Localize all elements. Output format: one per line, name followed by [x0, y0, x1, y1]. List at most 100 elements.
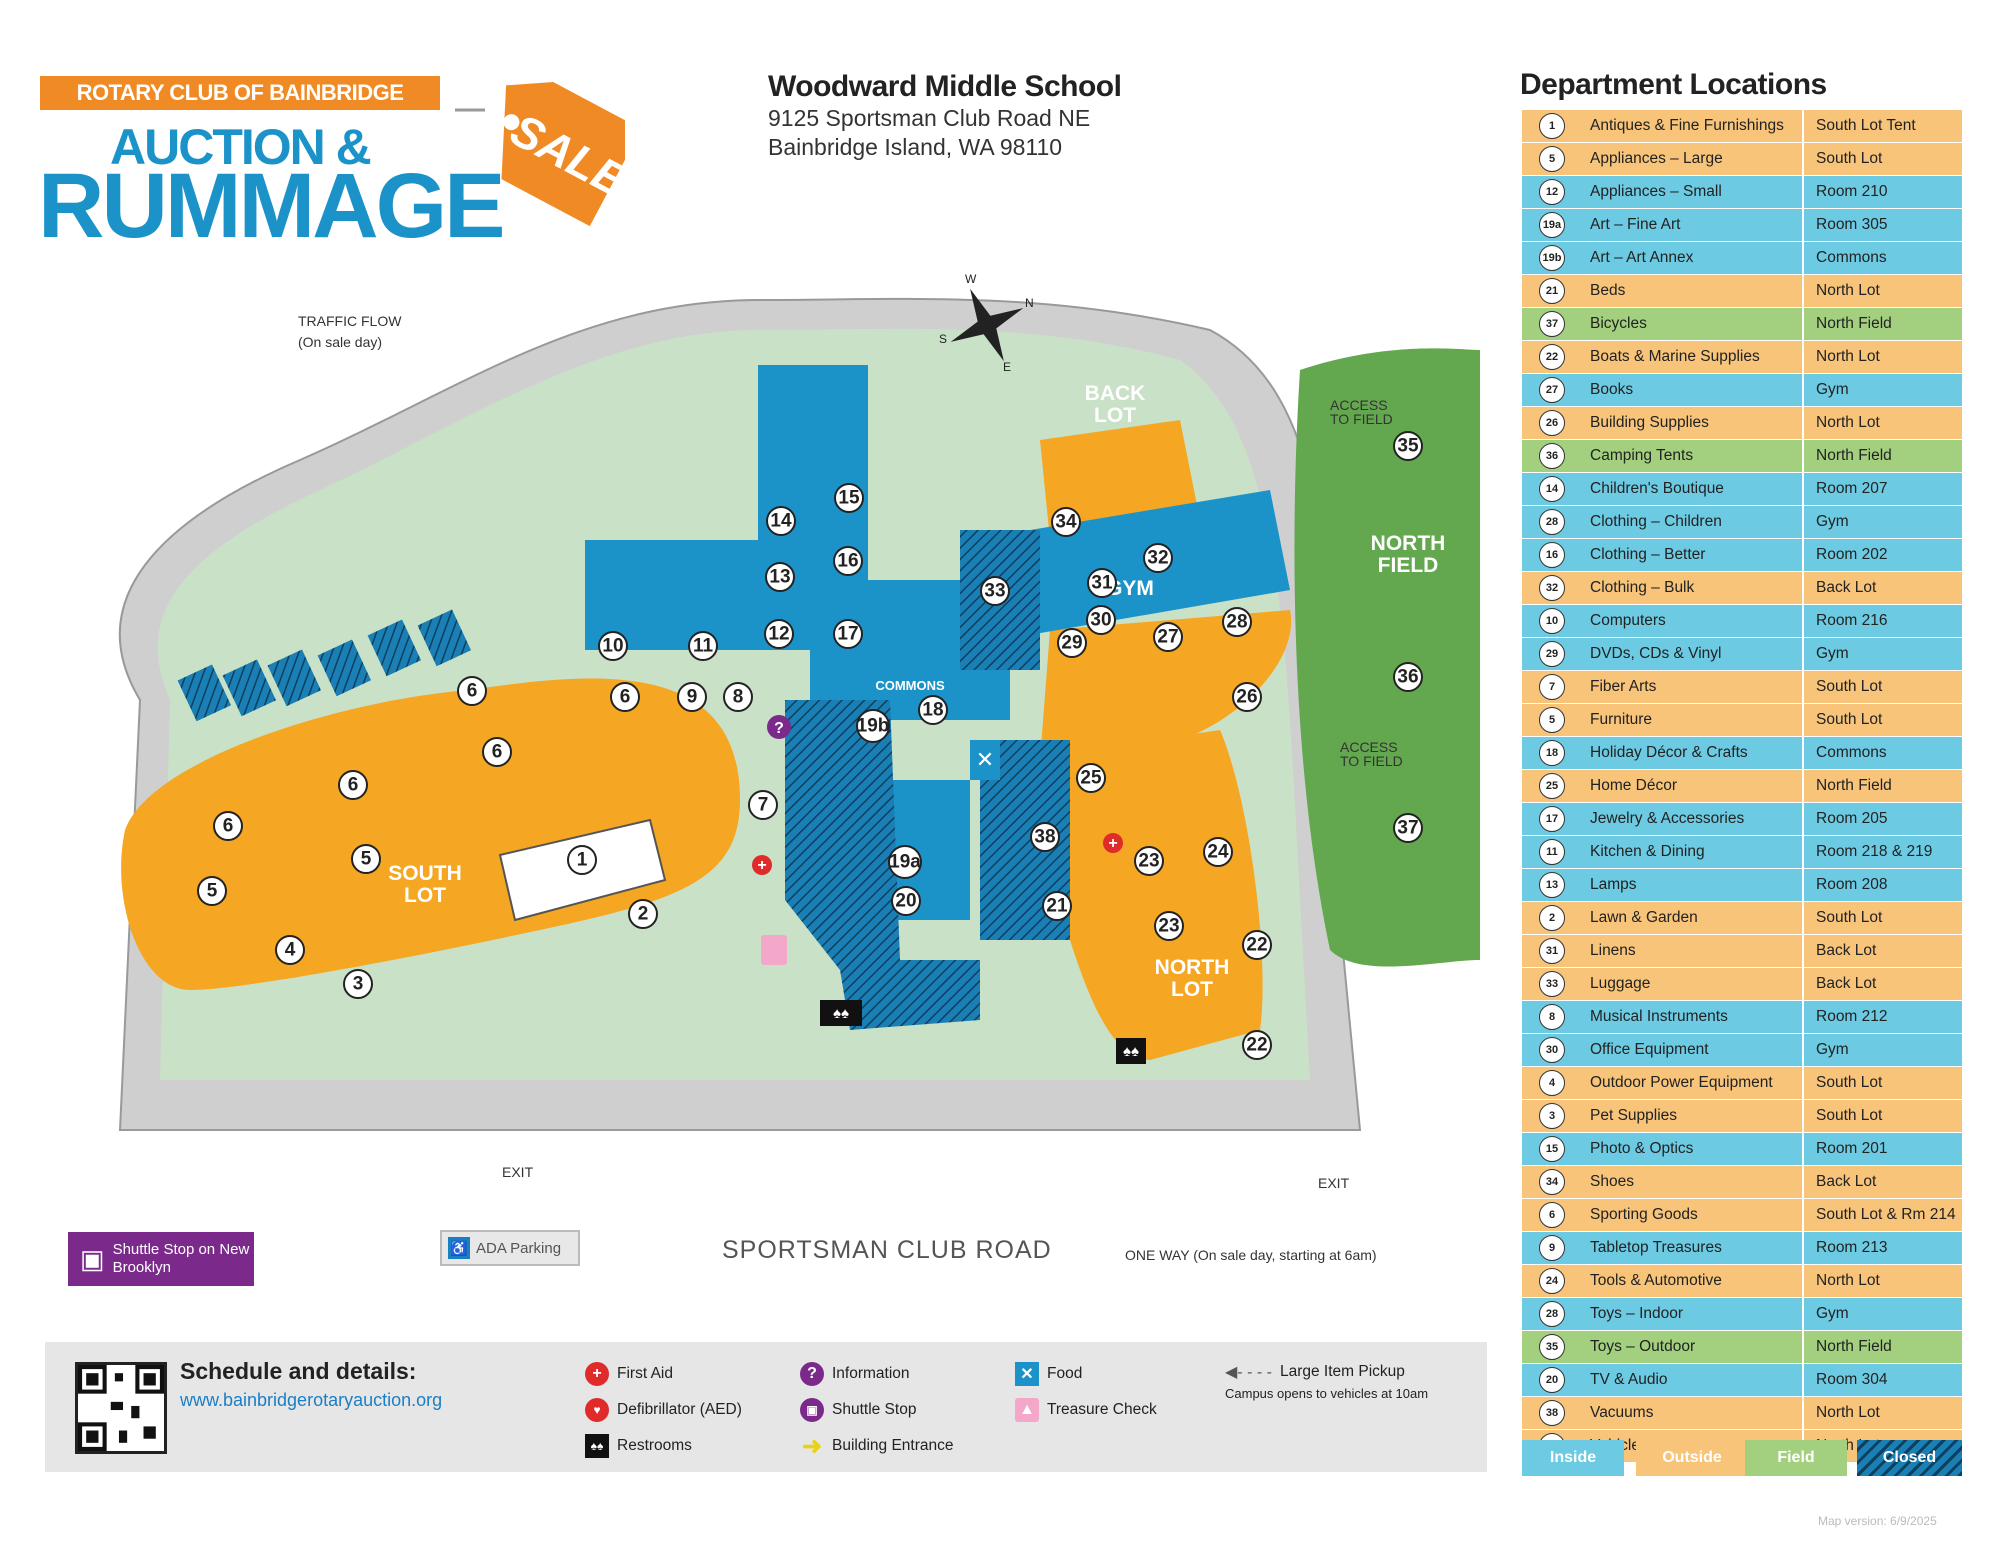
department-name: Home Décor — [1582, 770, 1804, 802]
department-name: Art – Fine Art — [1582, 209, 1804, 241]
campus-map: NORTH FIELD SOUTH LOT NORTH LOT BACK LOT… — [118, 272, 1480, 1264]
department-location: Room 201 — [1816, 1140, 1888, 1157]
department-name: Toys – Outdoor — [1582, 1331, 1804, 1363]
department-number: 11 — [1522, 839, 1582, 865]
legend-treasure-check: ▲ Treasure Check — [1015, 1398, 1157, 1422]
marker-33: 33 — [980, 576, 1010, 606]
department-name: Lawn & Garden — [1582, 902, 1804, 934]
arrow-right-icon: ➜ — [801, 1432, 823, 1460]
department-number: 1 — [1522, 113, 1582, 139]
legend-restrooms: ♠♠ Restrooms — [585, 1434, 692, 1458]
svg-text:5: 5 — [361, 849, 372, 870]
department-location: North Lot — [1816, 348, 1880, 365]
closed-portables — [177, 609, 472, 722]
marker-16: 16 — [833, 546, 863, 576]
svg-text:10: 10 — [602, 636, 623, 657]
department-number: 27 — [1522, 377, 1582, 403]
department-location: North Field — [1816, 315, 1892, 332]
department-location: Room 218 & 219 — [1816, 843, 1933, 860]
department-name: Bicycles — [1582, 308, 1804, 340]
department-location: Room 216 — [1816, 612, 1888, 629]
department-number: 36 — [1522, 443, 1582, 469]
marker-22a: 22 — [1242, 930, 1272, 960]
department-name: Appliances – Small — [1582, 176, 1804, 208]
svg-text:31: 31 — [1091, 573, 1113, 594]
svg-text:3: 3 — [353, 974, 364, 995]
svg-text:✕: ✕ — [976, 747, 994, 772]
department-number: 16 — [1522, 542, 1582, 568]
ada-parking-label: ♿ ADA Parking — [440, 1230, 580, 1266]
department-number: 31 — [1522, 938, 1582, 964]
svg-text:9: 9 — [687, 687, 698, 708]
department-number: 24 — [1522, 1268, 1582, 1294]
department-name: Jewelry & Accessories — [1582, 803, 1804, 835]
department-location: Room 210 — [1816, 183, 1888, 200]
department-number: 17 — [1522, 806, 1582, 832]
shuttle-icon: ▣ — [800, 1398, 824, 1422]
schedule-url-link[interactable]: www.bainbridgerotaryauction.org — [180, 1390, 443, 1410]
legend-inside: Inside — [1522, 1440, 1624, 1476]
svg-text:17: 17 — [837, 624, 858, 645]
back-lot-label-2: LOT — [1094, 404, 1136, 427]
department-location: Commons — [1816, 744, 1887, 761]
qr-code[interactable] — [75, 1362, 167, 1454]
department-number: 5 — [1522, 707, 1582, 733]
shopping-bag-icon: ▲ — [1015, 1398, 1039, 1422]
legend-closed: Closed — [1857, 1440, 1962, 1476]
department-name: Beds — [1582, 275, 1804, 307]
svg-text:26: 26 — [1236, 687, 1257, 708]
north-lot-label-2: LOT — [1171, 978, 1213, 1001]
svg-text:23: 23 — [1158, 916, 1179, 937]
department-name: Boats & Marine Supplies — [1582, 341, 1804, 373]
department-name: Toys – Indoor — [1582, 1298, 1804, 1330]
svg-text:1: 1 — [577, 850, 588, 871]
information-icon: ? — [800, 1362, 824, 1386]
department-name: Shoes — [1582, 1166, 1804, 1198]
food-icon: ✕ — [1015, 1362, 1039, 1386]
marker-13: 13 — [765, 562, 795, 592]
department-number: 25 — [1522, 773, 1582, 799]
svg-text:22: 22 — [1246, 935, 1267, 956]
department-location: South Lot — [1816, 909, 1883, 926]
department-number: 28 — [1522, 509, 1582, 535]
svg-text:+: + — [757, 857, 766, 874]
north-lot-label-1: NORTH — [1155, 956, 1230, 979]
department-location: Room 213 — [1816, 1239, 1888, 1256]
department-number: 8 — [1522, 1004, 1582, 1030]
svg-text:5: 5 — [207, 881, 218, 902]
marker-5a: 5 — [197, 876, 227, 906]
department-number: 32 — [1522, 575, 1582, 601]
department-name: Kitchen & Dining — [1582, 836, 1804, 868]
department-name: Holiday Décor & Crafts — [1582, 737, 1804, 769]
department-location: South Lot — [1816, 1074, 1883, 1091]
marker-5b: 5 — [351, 844, 381, 874]
svg-text:14: 14 — [770, 511, 792, 532]
department-name: Clothing – Children — [1582, 506, 1804, 538]
marker-31: 31 — [1087, 568, 1117, 598]
department-number: 33 — [1522, 971, 1582, 997]
department-location: Back Lot — [1816, 579, 1877, 596]
svg-text:+: + — [1108, 835, 1117, 852]
department-location: South Lot — [1816, 150, 1883, 167]
legend-food: ✕ Food — [1015, 1362, 1082, 1386]
department-number: 4 — [1522, 1070, 1582, 1096]
department-location: Gym — [1816, 513, 1849, 530]
department-name: Children's Boutique — [1582, 473, 1804, 505]
map-markers: 1 2 3 4 5 5 6 6 6 6 6 7 8 9 10 11 12 13 … — [197, 431, 1423, 1060]
department-number: 35 — [1522, 1334, 1582, 1360]
access-field-b-2: TO FIELD — [1340, 753, 1403, 769]
svg-text:28: 28 — [1226, 612, 1247, 633]
defibrillator-icon: ♥ — [585, 1398, 609, 1422]
marker-8: 8 — [723, 682, 753, 712]
